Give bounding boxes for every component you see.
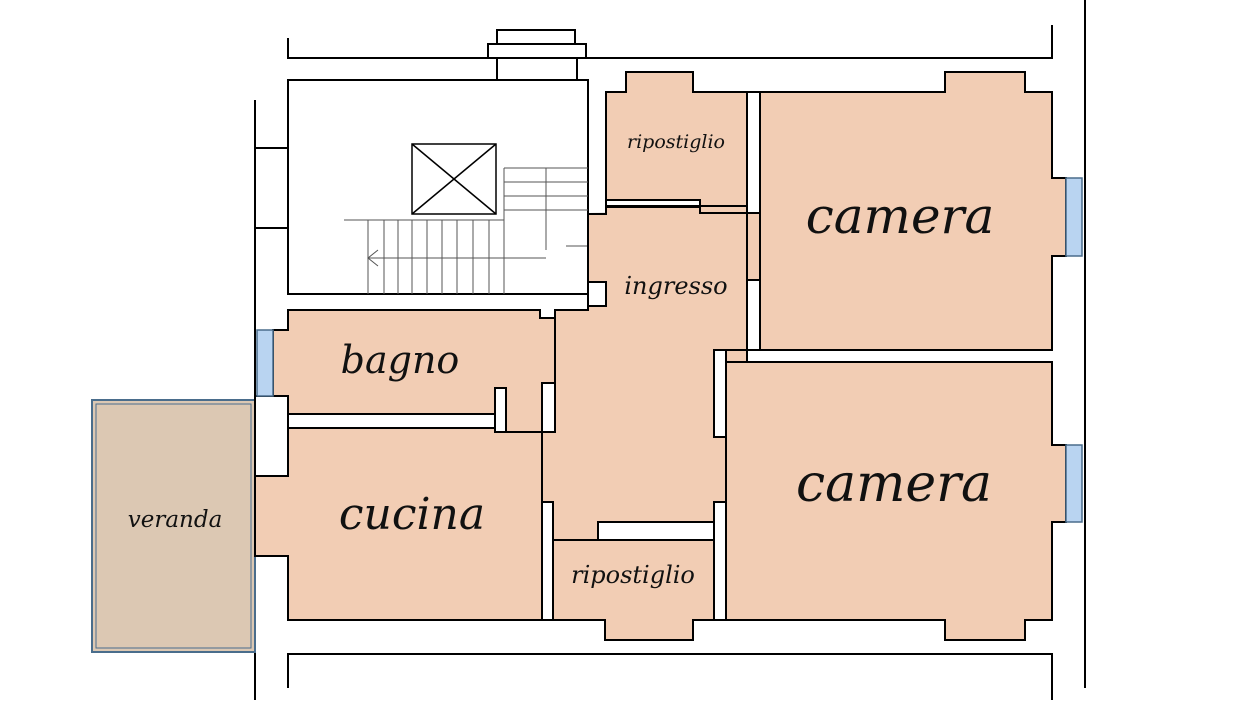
label-camera-bottom: camera xyxy=(796,454,992,514)
stairwell xyxy=(254,79,620,295)
rooms xyxy=(254,71,1067,641)
label-ripostiglio-bottom: ripostiglio xyxy=(571,561,695,589)
label-cucina: cucina xyxy=(339,489,485,540)
label-ripostiglio-top: ripostiglio xyxy=(627,131,725,153)
elevator-shaft xyxy=(411,143,497,215)
staircase xyxy=(344,167,620,294)
window-camera-top xyxy=(1065,177,1083,257)
room-labels: ripostiglio camera ingresso bagno camera… xyxy=(128,131,995,589)
interior-walls xyxy=(254,91,761,621)
label-veranda: veranda xyxy=(128,507,223,533)
window-camera-bottom xyxy=(1065,444,1083,523)
label-bagno: bagno xyxy=(341,338,460,382)
label-ingresso: ingresso xyxy=(624,272,727,300)
label-camera-top: camera xyxy=(806,187,995,245)
camera-bottom-room xyxy=(725,361,1067,641)
windows xyxy=(256,177,1083,523)
camera-top-room xyxy=(759,71,1067,351)
veranda-area xyxy=(91,399,256,653)
window-bagno xyxy=(256,329,274,397)
